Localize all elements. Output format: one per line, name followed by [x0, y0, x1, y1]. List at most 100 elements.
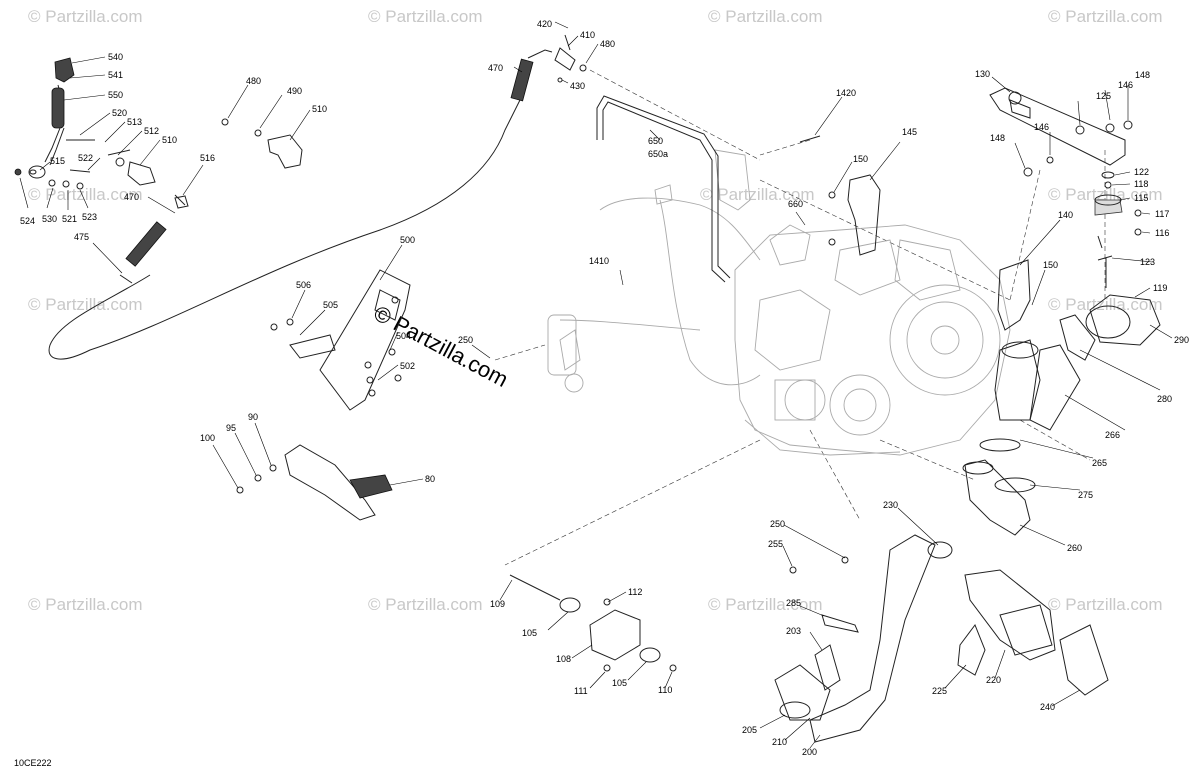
callout-label: 200 [802, 747, 817, 757]
callout-label: 540 [108, 52, 123, 62]
shifter-assembly [14, 57, 189, 284]
cable-clip [554, 34, 587, 83]
callout-label: 111 [574, 686, 588, 696]
watermark: © Partzilla.com [28, 7, 143, 26]
callout-label: 530 [42, 214, 57, 224]
callout-label: 522 [78, 153, 93, 163]
callout-label: 255 [768, 539, 783, 549]
callout-label: 500 [400, 235, 415, 245]
drawing-code: 10CE222 [14, 758, 52, 768]
watermark: © Partzilla.com [1048, 7, 1163, 26]
callout-label: 123 [1140, 257, 1155, 267]
callout-label: 240 [1040, 702, 1055, 712]
callout-label: 280 [1157, 394, 1172, 404]
callout-label: 520 [112, 108, 127, 118]
accelerator-pedal-80 [236, 444, 393, 521]
callout-label: 1410 [589, 256, 609, 266]
callout-label: 146 [1118, 80, 1133, 90]
callout-labels: 540 541 550 520 513 512 510 522 515 524 … [20, 19, 1189, 757]
callout-label: 550 [108, 90, 123, 100]
callout-label: 513 [127, 117, 142, 127]
callout-label: 203 [786, 626, 801, 636]
watermark: © Partzilla.com [28, 185, 143, 204]
watermark: © Partzilla.com [368, 7, 483, 26]
callout-label: 1420 [836, 88, 856, 98]
callout-label: 502 [400, 361, 415, 371]
assembly-lines [494, 69, 1106, 566]
callout-label: 650a [648, 149, 668, 159]
callout-label: 116 [1155, 228, 1169, 238]
callout-label: 480 [600, 39, 615, 49]
watermark: © Partzilla.com [1048, 295, 1163, 314]
callout-label: 541 [108, 70, 123, 80]
throttle-cable [48, 49, 553, 360]
watermark: © Partzilla.com [28, 595, 143, 614]
breather-hose-650 [596, 95, 731, 283]
callout-label: 524 [20, 216, 35, 226]
callout-label: 260 [1067, 543, 1082, 553]
callout-label: 109 [490, 599, 505, 609]
callout-label: 265 [1092, 458, 1107, 468]
callout-label: 480 [246, 76, 261, 86]
callout-label: 275 [1078, 490, 1093, 500]
callout-label: 516 [200, 153, 215, 163]
pedal-assembly-500 [270, 269, 411, 411]
callout-label: 110 [658, 685, 672, 695]
callout-label: 146 [1034, 122, 1049, 132]
callout-label: 130 [975, 69, 990, 79]
callout-label: 148 [990, 133, 1005, 143]
leader-lines [19, 21, 1173, 749]
callout-label: 115 [1134, 193, 1148, 203]
callout-label: 80 [425, 474, 435, 484]
watermark: © Partzilla.com [368, 595, 483, 614]
callout-label: 521 [62, 214, 77, 224]
callout-label: 122 [1134, 167, 1149, 177]
callout-label: 505 [323, 300, 338, 310]
air-intake-lower [774, 534, 1109, 743]
callout-label: 506 [296, 280, 311, 290]
callout-label: 470 [124, 192, 139, 202]
intake-ducts-right [962, 294, 1161, 536]
callout-label: 490 [287, 86, 302, 96]
callout-label: 430 [570, 81, 585, 91]
callout-label: 108 [556, 654, 571, 664]
callout-label: 210 [772, 737, 787, 747]
callout-label: 150 [1043, 260, 1058, 270]
callout-label: 148 [1135, 70, 1150, 80]
callout-label: 250 [458, 335, 473, 345]
callout-label: 112 [628, 587, 642, 597]
callout-label: 266 [1105, 430, 1120, 440]
watermark: © Partzilla.com [708, 7, 823, 26]
callout-label: 650 [648, 136, 663, 146]
watermark-center: © Partzilla.com [370, 300, 513, 392]
callout-label: 230 [883, 500, 898, 510]
idler-assembly-108 [509, 574, 677, 672]
callout-label: 475 [74, 232, 89, 242]
callout-label: 250 [770, 519, 785, 529]
callout-label: 285 [786, 598, 801, 608]
callout-label: 105 [612, 678, 627, 688]
callout-label: 117 [1155, 209, 1169, 219]
callout-label: 118 [1134, 179, 1148, 189]
watermark: © Partzilla.com [1048, 595, 1163, 614]
engine-support-130 [989, 87, 1133, 177]
callout-label: 410 [580, 30, 595, 40]
callout-label: 220 [986, 675, 1001, 685]
callout-label: 140 [1058, 210, 1073, 220]
callout-label: 510 [312, 104, 327, 114]
callout-label: 125 [1096, 91, 1111, 101]
callout-label: 225 [932, 686, 947, 696]
callout-label: 100 [200, 433, 215, 443]
callout-label: 515 [50, 156, 65, 166]
callout-label: 523 [82, 212, 97, 222]
callout-label: 150 [853, 154, 868, 164]
callout-label: 510 [162, 135, 177, 145]
bracket-510 [221, 118, 303, 169]
bracket-140 [997, 259, 1031, 331]
callout-label: 512 [144, 126, 159, 136]
callout-label: 290 [1174, 335, 1189, 345]
callout-label: 470 [488, 63, 503, 73]
callout-label: 90 [248, 412, 258, 422]
callout-label: 95 [226, 423, 236, 433]
